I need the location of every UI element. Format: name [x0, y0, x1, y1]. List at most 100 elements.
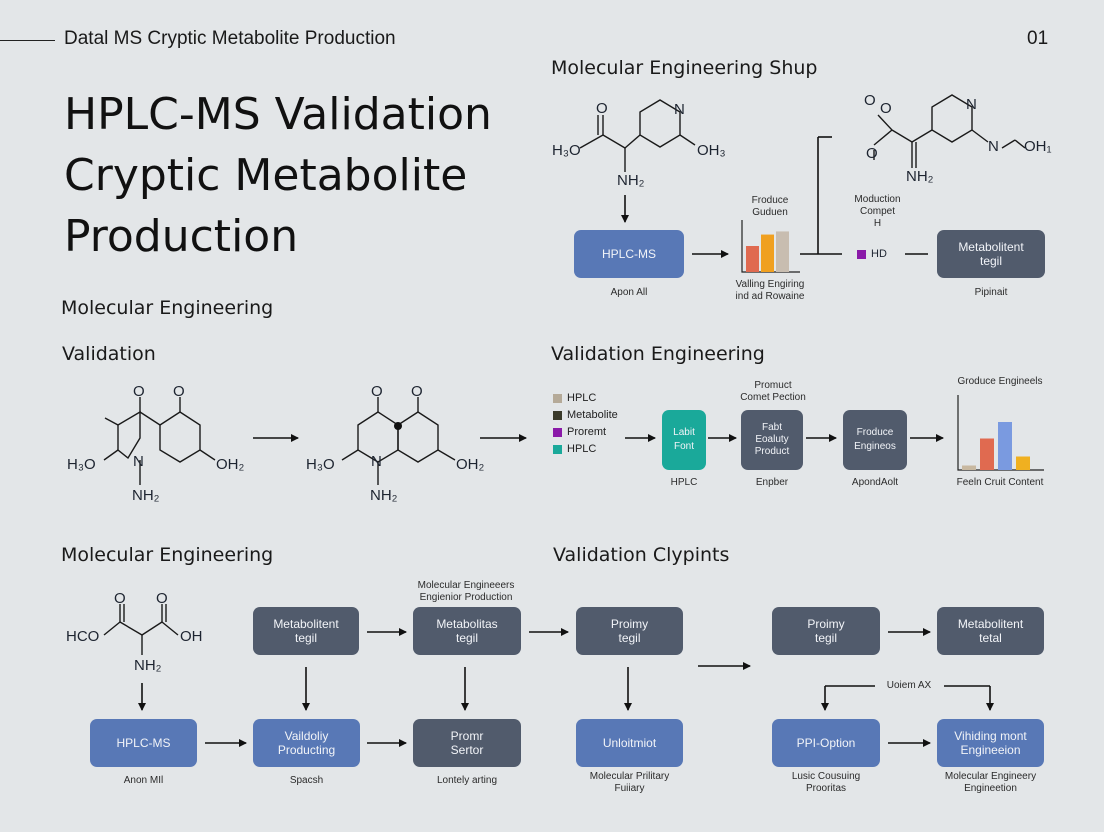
mol-label-o-mid-1: O [133, 383, 145, 400]
metabolite-caption-top: Pipinait [974, 287, 1008, 298]
legend-item-1: HPLC [553, 392, 596, 404]
metabolite-box-top[interactable]: Metabolitent tegil [937, 230, 1045, 278]
mol-label-oh-bot: OH [180, 628, 203, 645]
chart-middle-bar-2 [980, 438, 994, 470]
bottom-box-k-caption: Molecular Engineery Engineetion [944, 771, 1037, 794]
chart-middle-title: Groduce Engineels [957, 376, 1043, 387]
mol-label-h3o-mid-1: H₃O [67, 456, 96, 473]
header-title: Datal MS Cryptic Metabolite Production [64, 28, 396, 49]
mol-label-hco: HCO [66, 628, 100, 645]
froduce-engineos-caption: ApondAolt [851, 477, 899, 488]
molecule-mid-left [103, 397, 216, 485]
mol-label-o-mid-2: O [173, 383, 185, 400]
legend-swatch-2 [553, 410, 562, 420]
bottom-box-h[interactable]: Promr Sertor [413, 719, 521, 767]
section-validation-clypints: Validation Clypints [553, 544, 730, 566]
atom-dot [394, 422, 402, 430]
chart-top-bar-1 [746, 246, 759, 272]
mol-label-o-mid-3: O [371, 383, 383, 400]
mol-label-n-right: N [988, 138, 999, 155]
molecule-top-right [873, 94, 1026, 168]
section-molecular-engineering-bottom: Molecular Engineering [61, 544, 274, 566]
uoiem-label: Uoiem AX [886, 680, 932, 691]
promuct-label: Promuct Comet Pection [740, 380, 806, 403]
chart-middle-axes [957, 395, 1044, 471]
legend-item-3: Proremt [553, 426, 606, 438]
chart-middle-caption: Feeln Cruit Content [956, 477, 1044, 488]
legend-swatch-4 [553, 444, 562, 454]
fabt-product-box[interactable]: Fabt Eoaluty Product [741, 410, 803, 470]
labit-font-box[interactable]: Labit Font [662, 410, 706, 470]
bottom-top-caption: Molecular Engineeers Engienior Productio… [417, 580, 515, 603]
page-title: HPLC-MS Validation Cryptic Metabolite Pr… [64, 84, 492, 267]
chart-middle-bar-4 [1016, 456, 1030, 470]
froduce-engineos-box[interactable]: Froduce Engineos [843, 410, 907, 470]
mol-label-n-mid-1: N [133, 453, 144, 470]
section-molecular-engineering-shup: Molecular Engineering Shup [551, 57, 818, 79]
molecule-bottom-left [103, 604, 179, 655]
section-molecular-engineering-top: Molecular Engineering [61, 297, 274, 319]
hplc-ms-box-top[interactable]: HPLC-MS [574, 230, 684, 278]
mol-label-o-mid-4: O [411, 383, 423, 400]
bottom-box-j-caption: Lusic Cousuing Prooritas [791, 771, 861, 794]
title-line-2: Cryptic Metabolite [64, 150, 468, 201]
mol-label-o-bot-1: O [114, 590, 126, 607]
mol-label-nh2-top-right: NH₂ [906, 168, 934, 185]
hplc-ms-caption-top: Apon All [610, 287, 648, 298]
title-line-3: Production [64, 211, 299, 262]
mol-label-nh2-mid-2: NH₂ [370, 487, 398, 504]
chart-top-bar-3 [776, 231, 789, 272]
bottom-box-b[interactable]: Metabolitas tegil [413, 607, 521, 655]
legend-swatch-3 [553, 427, 562, 437]
mol-label-o-top: O [596, 100, 608, 117]
chart-middle [957, 395, 1044, 471]
bottom-box-g[interactable]: Vaildoliy Producting [253, 719, 360, 767]
bottom-box-f[interactable]: HPLC-MS [90, 719, 197, 767]
chart-top-bar-2 [761, 234, 774, 272]
bottom-box-d[interactable]: Proimy tegil [772, 607, 880, 655]
labit-font-caption: HPLC [670, 477, 698, 488]
bottom-box-i[interactable]: Unloitmiot [576, 719, 683, 767]
legend-item-2: Metabolite [553, 409, 618, 421]
mol-label-h3o-mid-2: H₃O [306, 456, 335, 473]
hd-label: HD [857, 248, 887, 260]
mol-label-o-b: O [880, 100, 892, 117]
mol-label-o-bot-2: O [156, 590, 168, 607]
bottom-box-a[interactable]: Metabolitent tegil [253, 607, 359, 655]
bottom-box-f-caption: Anon MIl [123, 775, 164, 786]
chart-middle-bar-1 [962, 465, 976, 470]
mol-label-nh2-bot: NH₂ [134, 657, 162, 674]
fabt-product-caption: Enpber [755, 477, 789, 488]
bottom-box-g-caption: Spacsh [289, 775, 324, 786]
mol-label-nh2-top: NH₂ [617, 172, 645, 189]
bottom-box-c[interactable]: Proimy tegil [576, 607, 683, 655]
moduction-label: Moduction Compet H [854, 194, 901, 229]
mol-label-o-a: O [864, 92, 876, 109]
bottom-box-j[interactable]: PPI-Option [772, 719, 880, 767]
mol-label-oh3-top: OH₃ [697, 142, 726, 159]
mol-label-o-c: O [866, 145, 878, 162]
mol-label-oh2-mid-2: OH₂ [456, 456, 485, 473]
hd-swatch [857, 249, 866, 259]
molecule-top-left [579, 99, 696, 172]
legend-item-4: HPLC [553, 443, 596, 455]
legend-swatch-1 [553, 393, 562, 403]
bottom-box-h-caption: Lontely arting [436, 775, 498, 786]
chart-top-caption-bottom: Valling Engiring ind ad Rowaine [735, 279, 805, 302]
mol-label-n-mid-2: N [371, 453, 382, 470]
header-rule [0, 40, 55, 41]
page-number: 01 [1027, 28, 1049, 49]
bottom-box-e[interactable]: Metabolitent tetal [937, 607, 1044, 655]
bottom-box-k[interactable]: Vihiding mont Engineeion [937, 719, 1044, 767]
mol-label-n-top: N [674, 101, 685, 118]
chart-top-caption-top: Froduce Guduen [751, 195, 789, 218]
mol-label-oh2-mid-1: OH₂ [216, 456, 245, 473]
mol-label-oh1: OH₁ [1024, 138, 1052, 155]
chart-top [741, 220, 800, 273]
mol-label-h3o-top: H₃O [552, 142, 581, 159]
title-line-1: HPLC-MS Validation [64, 89, 492, 140]
connectors [138, 136, 994, 747]
mol-label-nh2-mid-1: NH₂ [132, 487, 160, 504]
section-validation-engineering: Validation Engineering [551, 343, 765, 365]
